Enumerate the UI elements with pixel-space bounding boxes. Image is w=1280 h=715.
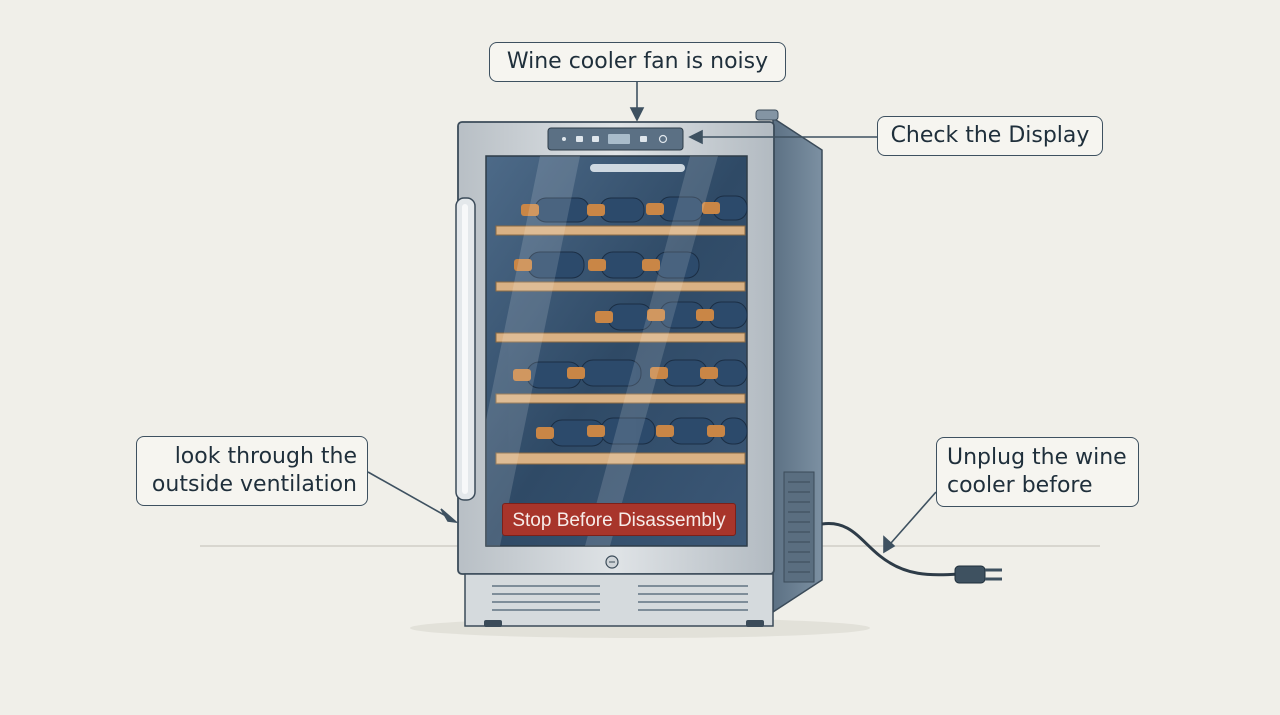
wine-bottle-icon	[521, 197, 590, 223]
bottle-row-4	[513, 359, 748, 389]
base-grille	[464, 573, 774, 627]
unplug-callout-line-2: cooler before	[947, 473, 1093, 498]
wine-bottle-icon	[587, 417, 656, 445]
wine-bottle-icon	[588, 251, 646, 279]
foot-right	[746, 620, 764, 627]
wine-bottle-icon	[650, 359, 708, 387]
wine-bottle-icon	[696, 301, 748, 329]
ventilation-callout-line-2: outside ventilation	[151, 472, 357, 497]
ventilation-callout-line-1: look through the	[174, 444, 357, 469]
wine-bottle-icon	[656, 417, 716, 445]
bottle-row-3	[595, 301, 748, 331]
unplug-callout: Unplug the wine cooler before	[936, 437, 1139, 507]
wine-bottle-icon	[587, 197, 645, 223]
unplug-callout-line-1: Unplug the wine	[947, 445, 1127, 470]
side-vent-slats	[788, 481, 810, 573]
wine-bottle-icon	[595, 303, 653, 331]
shelf-3	[495, 332, 746, 343]
side-vent	[783, 471, 815, 583]
wine-bottle-icon	[702, 195, 748, 221]
wine-bottle-icon	[642, 251, 700, 279]
wine-bottle-icon	[514, 251, 585, 279]
glass-reflection	[486, 156, 718, 546]
shelf-4	[495, 393, 746, 404]
title-callout: Wine cooler fan is noisy	[489, 42, 786, 82]
power-cord	[821, 522, 959, 577]
stop-warning-label: Stop Before Disassembly	[502, 503, 736, 536]
callout-arrows	[367, 82, 937, 554]
display-buttons	[562, 134, 668, 144]
interior-light	[590, 164, 685, 172]
wine-bottle-icon	[700, 359, 748, 387]
bottle-row-2	[514, 251, 700, 279]
power-plug-icon	[954, 565, 1002, 584]
bottle-row-1	[521, 195, 748, 223]
bottle-row-5	[536, 417, 748, 447]
check-display-callout: Check the Display	[877, 116, 1103, 156]
wine-bottle-icon	[707, 417, 748, 445]
foot-left	[484, 620, 502, 627]
top-hinge	[755, 109, 779, 121]
ventilation-callout: look through the outside ventilation	[136, 436, 368, 506]
shelf-5	[495, 452, 746, 465]
grille-slats	[492, 585, 748, 611]
wine-bottle-icon	[567, 359, 642, 387]
shelf-1	[495, 225, 746, 236]
shelf-2	[495, 281, 746, 292]
wine-bottle-icon	[647, 301, 705, 329]
